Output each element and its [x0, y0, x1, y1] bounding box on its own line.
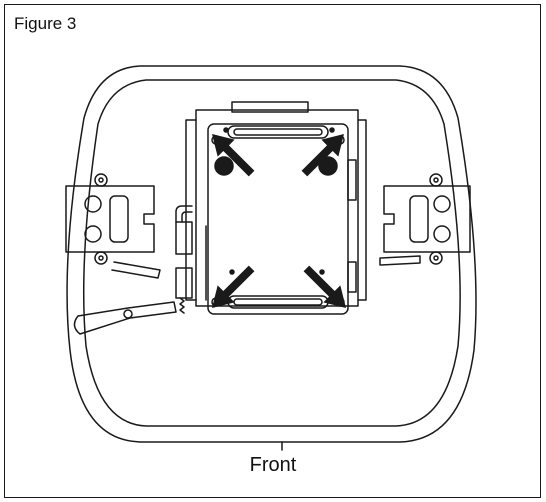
arrow-bottom-right: [303, 265, 346, 308]
mounting-plate: [185, 101, 367, 315]
arrow-top-left: [212, 134, 255, 177]
pointer-arrows: [212, 134, 346, 308]
figure-title: Figure 3: [14, 14, 77, 33]
arrow-top-right: [301, 134, 344, 177]
arrow-bottom-left: [212, 265, 255, 308]
outer-hoop: [66, 65, 477, 451]
front-label: Front: [249, 454, 297, 476]
left-clamp-bracket: [65, 173, 161, 279]
left-hinge: [175, 205, 207, 301]
right-clamp-bracket: [379, 173, 471, 266]
lever-handle: [73, 297, 185, 335]
